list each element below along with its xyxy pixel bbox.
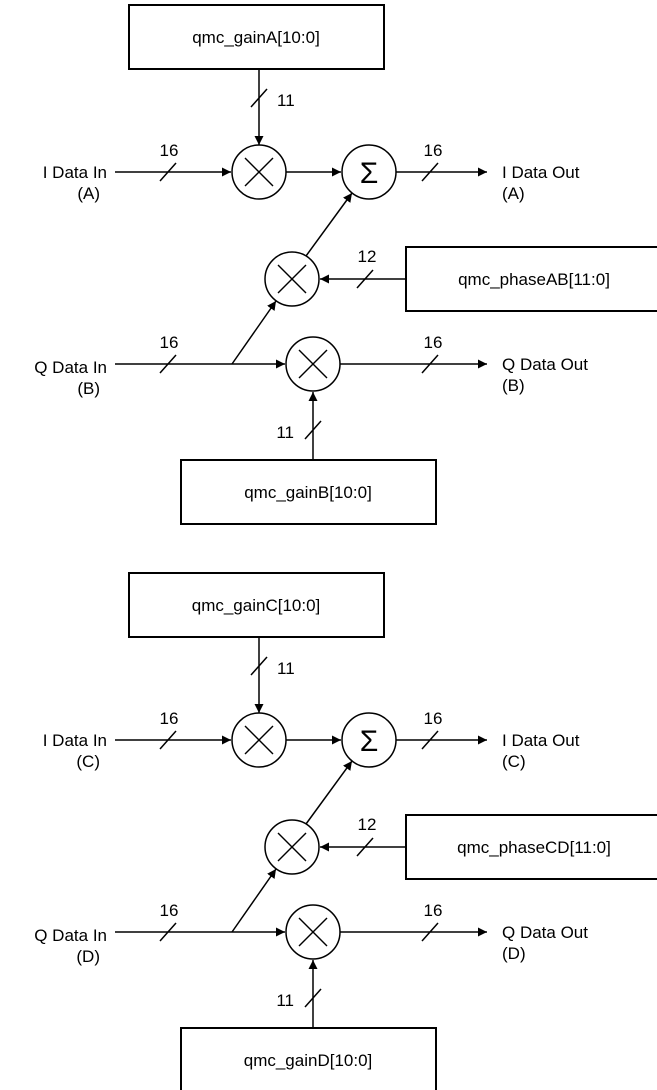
gain-c-width: 11 bbox=[277, 659, 295, 678]
q-in-channel: (B) bbox=[77, 379, 100, 398]
bus-width-slash bbox=[304, 420, 322, 440]
i-in-width: 16 bbox=[160, 709, 179, 728]
i-out-channel: (C) bbox=[502, 752, 526, 771]
q-out-width: 16 bbox=[424, 901, 443, 920]
bus-width-slash bbox=[304, 988, 322, 1008]
phase-cd-label: qmc_phaseCD[11:0] bbox=[457, 838, 611, 857]
q-branch-wire bbox=[231, 300, 277, 365]
i-out-channel: (A) bbox=[502, 184, 525, 203]
sigma-icon: Σ bbox=[360, 157, 379, 190]
bus-width-slash bbox=[250, 656, 268, 676]
q-branch-wire bbox=[231, 868, 277, 933]
phase-width: 12 bbox=[358, 815, 377, 834]
qmc-block-cd: qmc_gainC[10:0] 11 I Data In (C) 16 Σ 16… bbox=[34, 572, 657, 1090]
q-out-label: Q Data Out bbox=[502, 355, 588, 374]
q-out-channel: (B) bbox=[502, 376, 525, 395]
bus-width-slash bbox=[159, 162, 177, 182]
q-in-width: 16 bbox=[160, 901, 179, 920]
i-in-channel: (C) bbox=[76, 752, 100, 771]
phase-ab-register-box bbox=[405, 246, 657, 312]
bus-width-slash bbox=[421, 730, 439, 750]
bus-width-slash bbox=[421, 354, 439, 374]
i-in-width: 16 bbox=[160, 141, 179, 160]
bus-width-slash bbox=[159, 730, 177, 750]
phase-to-sum-wire bbox=[305, 192, 353, 257]
bus-width-slash bbox=[421, 162, 439, 182]
gain-b-register-box bbox=[180, 459, 437, 525]
q-in-channel: (D) bbox=[76, 947, 100, 966]
bus-width-slash bbox=[356, 837, 374, 857]
gain-a-label: qmc_gainA[10:0] bbox=[192, 28, 320, 47]
i-out-width: 16 bbox=[424, 141, 443, 160]
i-out-label: I Data Out bbox=[502, 731, 580, 750]
i-out-width: 16 bbox=[424, 709, 443, 728]
q-out-width: 16 bbox=[424, 333, 443, 352]
gain-d-label: qmc_gainD[10:0] bbox=[244, 1051, 373, 1070]
bus-width-slash bbox=[159, 922, 177, 942]
sigma-icon: Σ bbox=[360, 725, 379, 758]
phase-width: 12 bbox=[358, 247, 377, 266]
i-out-label: I Data Out bbox=[502, 163, 580, 182]
phase-ab-label: qmc_phaseAB[11:0] bbox=[458, 270, 610, 289]
q-in-label: Q Data In bbox=[34, 926, 107, 945]
gain-a-width: 11 bbox=[277, 91, 295, 110]
i-in-label: I Data In bbox=[43, 731, 107, 750]
phase-to-sum-wire bbox=[305, 760, 353, 825]
gain-d-register-box bbox=[180, 1027, 437, 1090]
bus-width-slash bbox=[159, 354, 177, 374]
qmc-block-ab: qmc_gainA[10:0] 11 I Data In (A) 16 Σ 16… bbox=[34, 4, 657, 525]
gain-d-width: 11 bbox=[276, 991, 294, 1010]
bus-width-slash bbox=[356, 269, 374, 289]
q-in-label: Q Data In bbox=[34, 358, 107, 377]
q-out-label: Q Data Out bbox=[502, 923, 588, 942]
phase-cd-register-box bbox=[405, 814, 657, 880]
bus-width-slash bbox=[421, 922, 439, 942]
gain-c-register-box bbox=[128, 572, 385, 638]
q-in-width: 16 bbox=[160, 333, 179, 352]
gain-a-register-box bbox=[128, 4, 385, 70]
i-in-label: I Data In bbox=[43, 163, 107, 182]
gain-b-width: 11 bbox=[276, 423, 294, 442]
q-out-channel: (D) bbox=[502, 944, 526, 963]
bus-width-slash bbox=[250, 88, 268, 108]
gain-c-label: qmc_gainC[10:0] bbox=[192, 596, 321, 615]
gain-b-label: qmc_gainB[10:0] bbox=[244, 483, 372, 502]
i-in-channel: (A) bbox=[77, 184, 100, 203]
